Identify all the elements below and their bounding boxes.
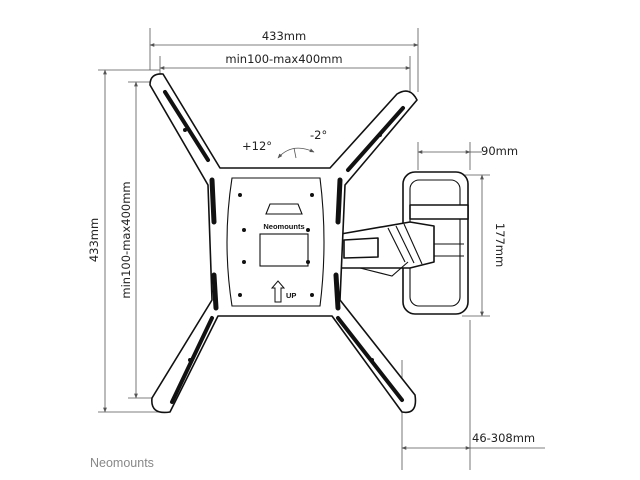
- up-arrow-icon: [270, 280, 286, 303]
- dim-left-vesa: min100-max400mm: [119, 181, 133, 298]
- up-label: UP: [286, 291, 296, 300]
- dim-top-total: 433mm: [262, 29, 306, 43]
- brand-footer: Neomounts: [90, 456, 154, 470]
- label-window: [259, 233, 309, 267]
- dim-depth-range: 46-308mm: [472, 431, 535, 445]
- handle-icon: [265, 203, 303, 215]
- dim-tilt-minus: -2°: [310, 128, 327, 142]
- dim-tilt-plus: +12°: [242, 139, 272, 153]
- dim-left-total: 433mm: [87, 218, 101, 262]
- dimension-lines: [98, 28, 545, 470]
- dim-wallplate-height: 177mm: [493, 223, 507, 267]
- vesa-bracket: Neomounts UP: [149, 73, 418, 414]
- dim-top-vesa: min100-max400mm: [225, 52, 342, 66]
- swing-arm: [334, 221, 435, 277]
- dim-wallplate-width: 90mm: [481, 144, 518, 158]
- bracket-slots: [163, 90, 405, 404]
- plate-logo: Neomounts: [263, 222, 304, 231]
